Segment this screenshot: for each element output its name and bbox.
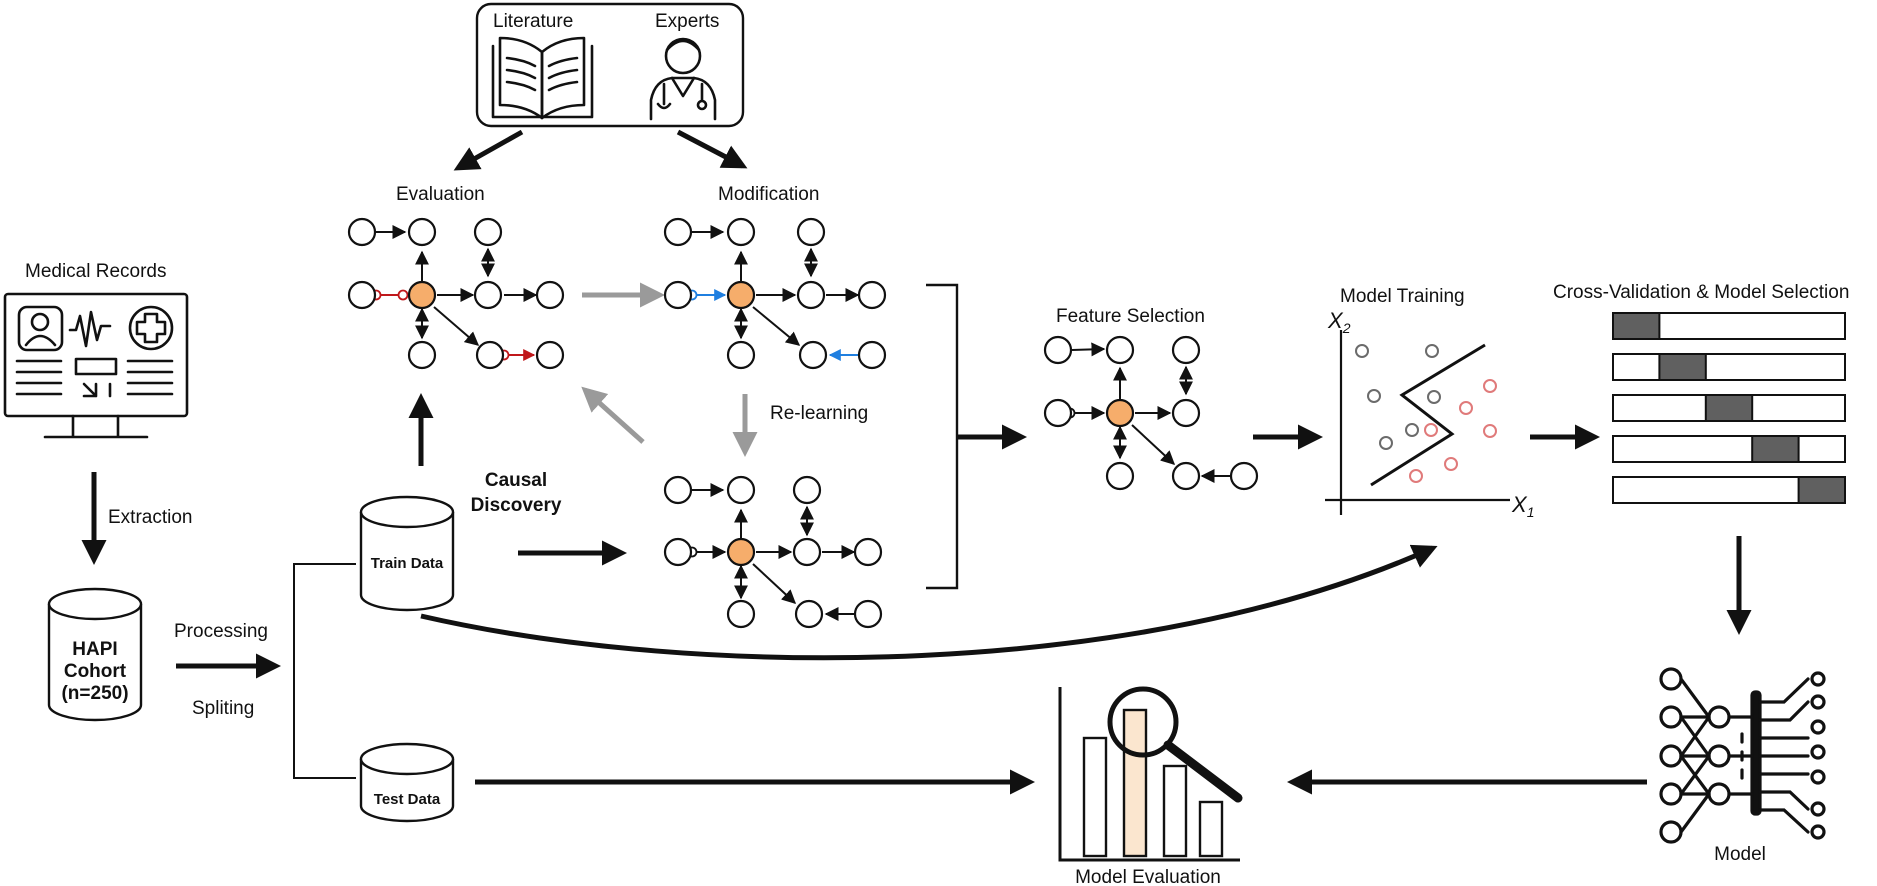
causal-discovery-label-line2: Discovery (471, 495, 562, 516)
arrow-train-to-model-training (420, 544, 1438, 661)
graph-group-bracket (926, 283, 959, 590)
train-data-label: Train Data (371, 555, 444, 572)
cv-validation-fold (1797, 476, 1846, 504)
evaluation-causal-graph (347, 217, 565, 370)
cohort-name-line2: Cohort (64, 661, 127, 682)
test-data-database: Test Data (359, 742, 455, 823)
train-data-database: Train Data (359, 495, 455, 612)
grey-arrow-relearn-to-eval (581, 386, 645, 444)
extraction-label: Extraction (108, 507, 192, 528)
model-evaluation-chart-icon (1058, 686, 1243, 862)
cv-validation-fold (1612, 312, 1661, 340)
knowledge-sources-box: Literature Experts (475, 2, 745, 128)
arrow-to-evaluation (453, 129, 524, 171)
literature-label: Literature (493, 11, 573, 32)
svm-decision-plot: X2 X1 (1325, 308, 1534, 520)
feature-selection-graph (1043, 335, 1259, 491)
model-label: Model (1714, 844, 1766, 865)
split-bracket (293, 563, 356, 779)
relearned-causal-graph (663, 475, 883, 629)
modification-causal-graph (663, 217, 887, 370)
x2-axis-label: X2 (1327, 308, 1351, 336)
evaluation-label: Evaluation (396, 184, 485, 205)
x1-axis-label: X1 (1511, 492, 1534, 520)
causal-discovery-label-line1: Causal (485, 470, 547, 491)
book-icon (491, 36, 594, 120)
modification-label: Modification (718, 184, 819, 205)
cross-validation-label: Cross-Validation & Model Selection (1553, 282, 1849, 303)
model-training-label: Model Training (1340, 286, 1465, 307)
medical-records-monitor-icon (3, 292, 189, 439)
cv-validation-fold (1704, 394, 1754, 422)
feature-selection-label: Feature Selection (1056, 306, 1205, 327)
cohort-size-label: (n=250) (61, 683, 128, 704)
experts-label: Experts (655, 11, 719, 32)
arrow-to-modification (676, 129, 748, 169)
doctor-icon (649, 37, 717, 121)
model-evaluation-label: Model Evaluation (1075, 867, 1221, 886)
cv-fold-bar (1612, 353, 1846, 381)
hapi-cohort-database: HAPI Cohort (n=250) (47, 587, 143, 722)
model-neural-network-icon (1659, 667, 1826, 844)
medical-records-label: Medical Records (25, 261, 167, 282)
magnifier-icon (1107, 686, 1179, 758)
cross-validation-folds (1612, 312, 1846, 504)
test-data-label: Test Data (374, 791, 441, 808)
cv-validation-fold (1658, 353, 1707, 381)
cv-validation-fold (1751, 435, 1800, 463)
cv-fold-bar (1612, 435, 1846, 463)
spliting-label: Spliting (192, 698, 254, 719)
processing-label: Processing (174, 621, 268, 642)
cohort-name-line1: HAPI (72, 639, 117, 660)
relearning-label: Re-learning (770, 403, 868, 424)
